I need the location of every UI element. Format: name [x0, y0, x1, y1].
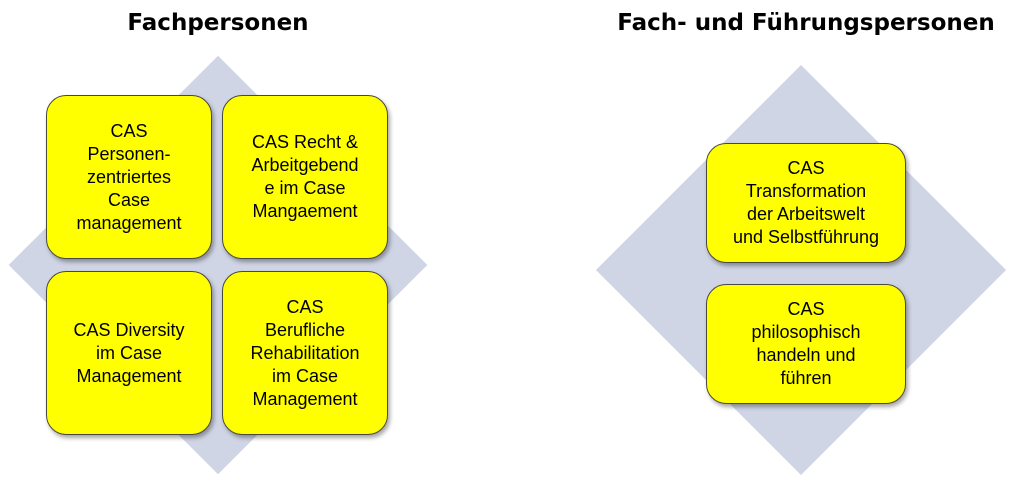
- box-label: CAS Transformation der Arbeitswelt und S…: [732, 158, 880, 247]
- cas-berufliche-rehabilitation-box: CAS Berufliche Rehabilitation im Case Ma…: [222, 271, 388, 435]
- box-label: CAS philosophisch handeln und führen: [751, 299, 861, 388]
- cas-recht-arbeitgebende-box: CAS Recht & Arbeitgebend e im Case Manga…: [222, 95, 388, 259]
- cas-transformation-arbeitswelt-box: CAS Transformation der Arbeitswelt und S…: [706, 143, 906, 263]
- cas-philosophisch-handeln-box: CAS philosophisch handeln und führen: [706, 284, 906, 404]
- box-label: CAS Berufliche Rehabilitation im Case Ma…: [250, 296, 360, 409]
- right-diamond-background: [595, 64, 1007, 476]
- fachpersonen-heading: Fachpersonen: [127, 10, 309, 36]
- cas-personenzentriertes-case-management-box: CAS Personen- zentriertes Case managemen…: [46, 95, 212, 259]
- box-label: CAS Diversity im Case Management: [73, 319, 185, 386]
- cas-diversity-box: CAS Diversity im Case Management: [46, 271, 212, 435]
- box-label: CAS Personen- zentriertes Case managemen…: [76, 120, 182, 233]
- box-label: CAS Recht & Arbeitgebend e im Case Manga…: [251, 132, 359, 221]
- fach-und-fuehrungspersonen-heading: Fach- und Führungspersonen: [617, 10, 995, 36]
